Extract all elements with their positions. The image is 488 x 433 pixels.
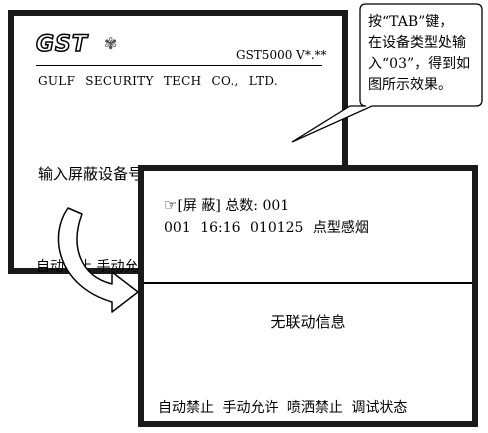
softkey-debug-status[interactable]: 调试状态 <box>351 400 408 416</box>
softkey-bar: 自动禁止 手动允许 喷洒禁止 调试状态 <box>158 397 407 417</box>
callout-line-2: 在设备类型处输 <box>368 35 466 51</box>
list-item[interactable]: 001 16:16 010125 点型感烟 <box>164 217 369 237</box>
header-divider <box>36 65 322 66</box>
model-version: GST5000 V*.** <box>236 48 327 62</box>
row-index: 001 <box>164 220 191 236</box>
row-type: 点型感烟 <box>312 220 369 236</box>
no-linkage-message: 无联动信息 <box>270 313 346 331</box>
callout-line-3: 入“03”，得到如 <box>368 56 471 72</box>
shield-header: ☞[屏 蔽] 总数: 001 <box>164 195 289 215</box>
front-screen: ☞[屏 蔽] 总数: 001 001 16:16 010125 点型感烟 无联动… <box>138 165 478 427</box>
callout-line-1: 按“TAB”键， <box>368 14 454 30</box>
softkey-auto-disable[interactable]: 自动禁止 <box>158 400 214 416</box>
gst-logo: GST <box>35 31 88 58</box>
logo-emblem-icon: ✾ <box>104 34 118 53</box>
pointing-hand-icon: ☞ <box>164 196 178 214</box>
row-device: 010125 <box>250 220 304 236</box>
shield-count: [屏 蔽] 总数: 001 <box>177 198 290 214</box>
callout-text: 按“TAB”键， 在设备类型处输 入“03”，得到如 图所示效果。 <box>368 12 480 96</box>
section-divider <box>144 282 472 284</box>
softkey-manual-allow[interactable]: 手动允许 <box>222 400 279 416</box>
softkey-spray-disable[interactable]: 喷洒禁止 <box>286 400 343 416</box>
company-name: GULF SECURITY TECH CO., LTD. <box>38 74 278 88</box>
row-time: 16:16 <box>200 220 241 236</box>
callout-line-4: 图所示效果。 <box>368 77 452 93</box>
